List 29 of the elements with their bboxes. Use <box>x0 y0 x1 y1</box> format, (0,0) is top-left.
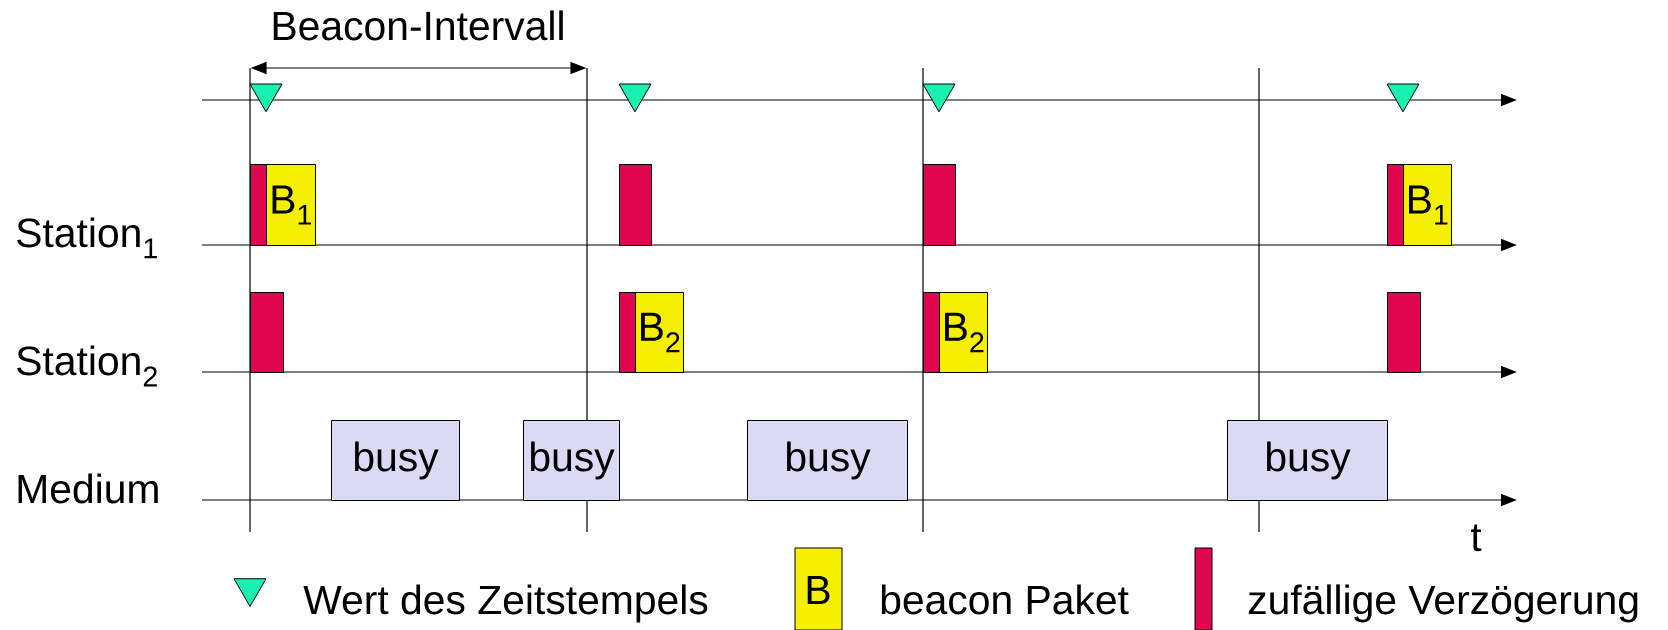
row-label: Medium <box>18 473 158 504</box>
delay-bar <box>1387 292 1421 373</box>
timestamp-marker <box>249 83 283 113</box>
beacon-packet: B$_{2}$ <box>939 292 988 373</box>
delay-bar <box>619 164 652 246</box>
beacon-packet: B$_{1}$ <box>266 164 316 246</box>
delay-bar <box>619 292 636 373</box>
beacon-packet: B$_{1}$ <box>1403 164 1452 246</box>
delay-bar <box>923 164 956 246</box>
timestamp-marker <box>922 83 956 113</box>
busy-box: busy <box>747 420 908 501</box>
axis-label: t <box>1470 524 1482 552</box>
swatch-letter: B <box>807 575 830 604</box>
row-label: Station$_{1}$ <box>17 217 157 259</box>
beacon-packet: B$_{2}$ <box>635 292 684 373</box>
busy-box: busy <box>1227 420 1388 501</box>
timestamp-marker <box>1386 83 1420 113</box>
busy-box: busy <box>523 420 620 501</box>
delay-bar <box>250 292 284 373</box>
legend-label: zufällige Verzögerung <box>1248 584 1638 623</box>
delay-bar <box>250 164 267 246</box>
timestamp-marker <box>618 83 652 113</box>
row-label: Station$_{2}$ <box>17 345 157 387</box>
delay-bar <box>923 292 940 373</box>
legend-label: Wert des Zeitstempels <box>303 584 708 623</box>
dimension-label: Beacon-Intervall <box>273 10 563 41</box>
legend-label: beacon Paket <box>881 584 1129 615</box>
busy-box: busy <box>331 420 460 501</box>
delay-bar <box>1387 164 1404 246</box>
